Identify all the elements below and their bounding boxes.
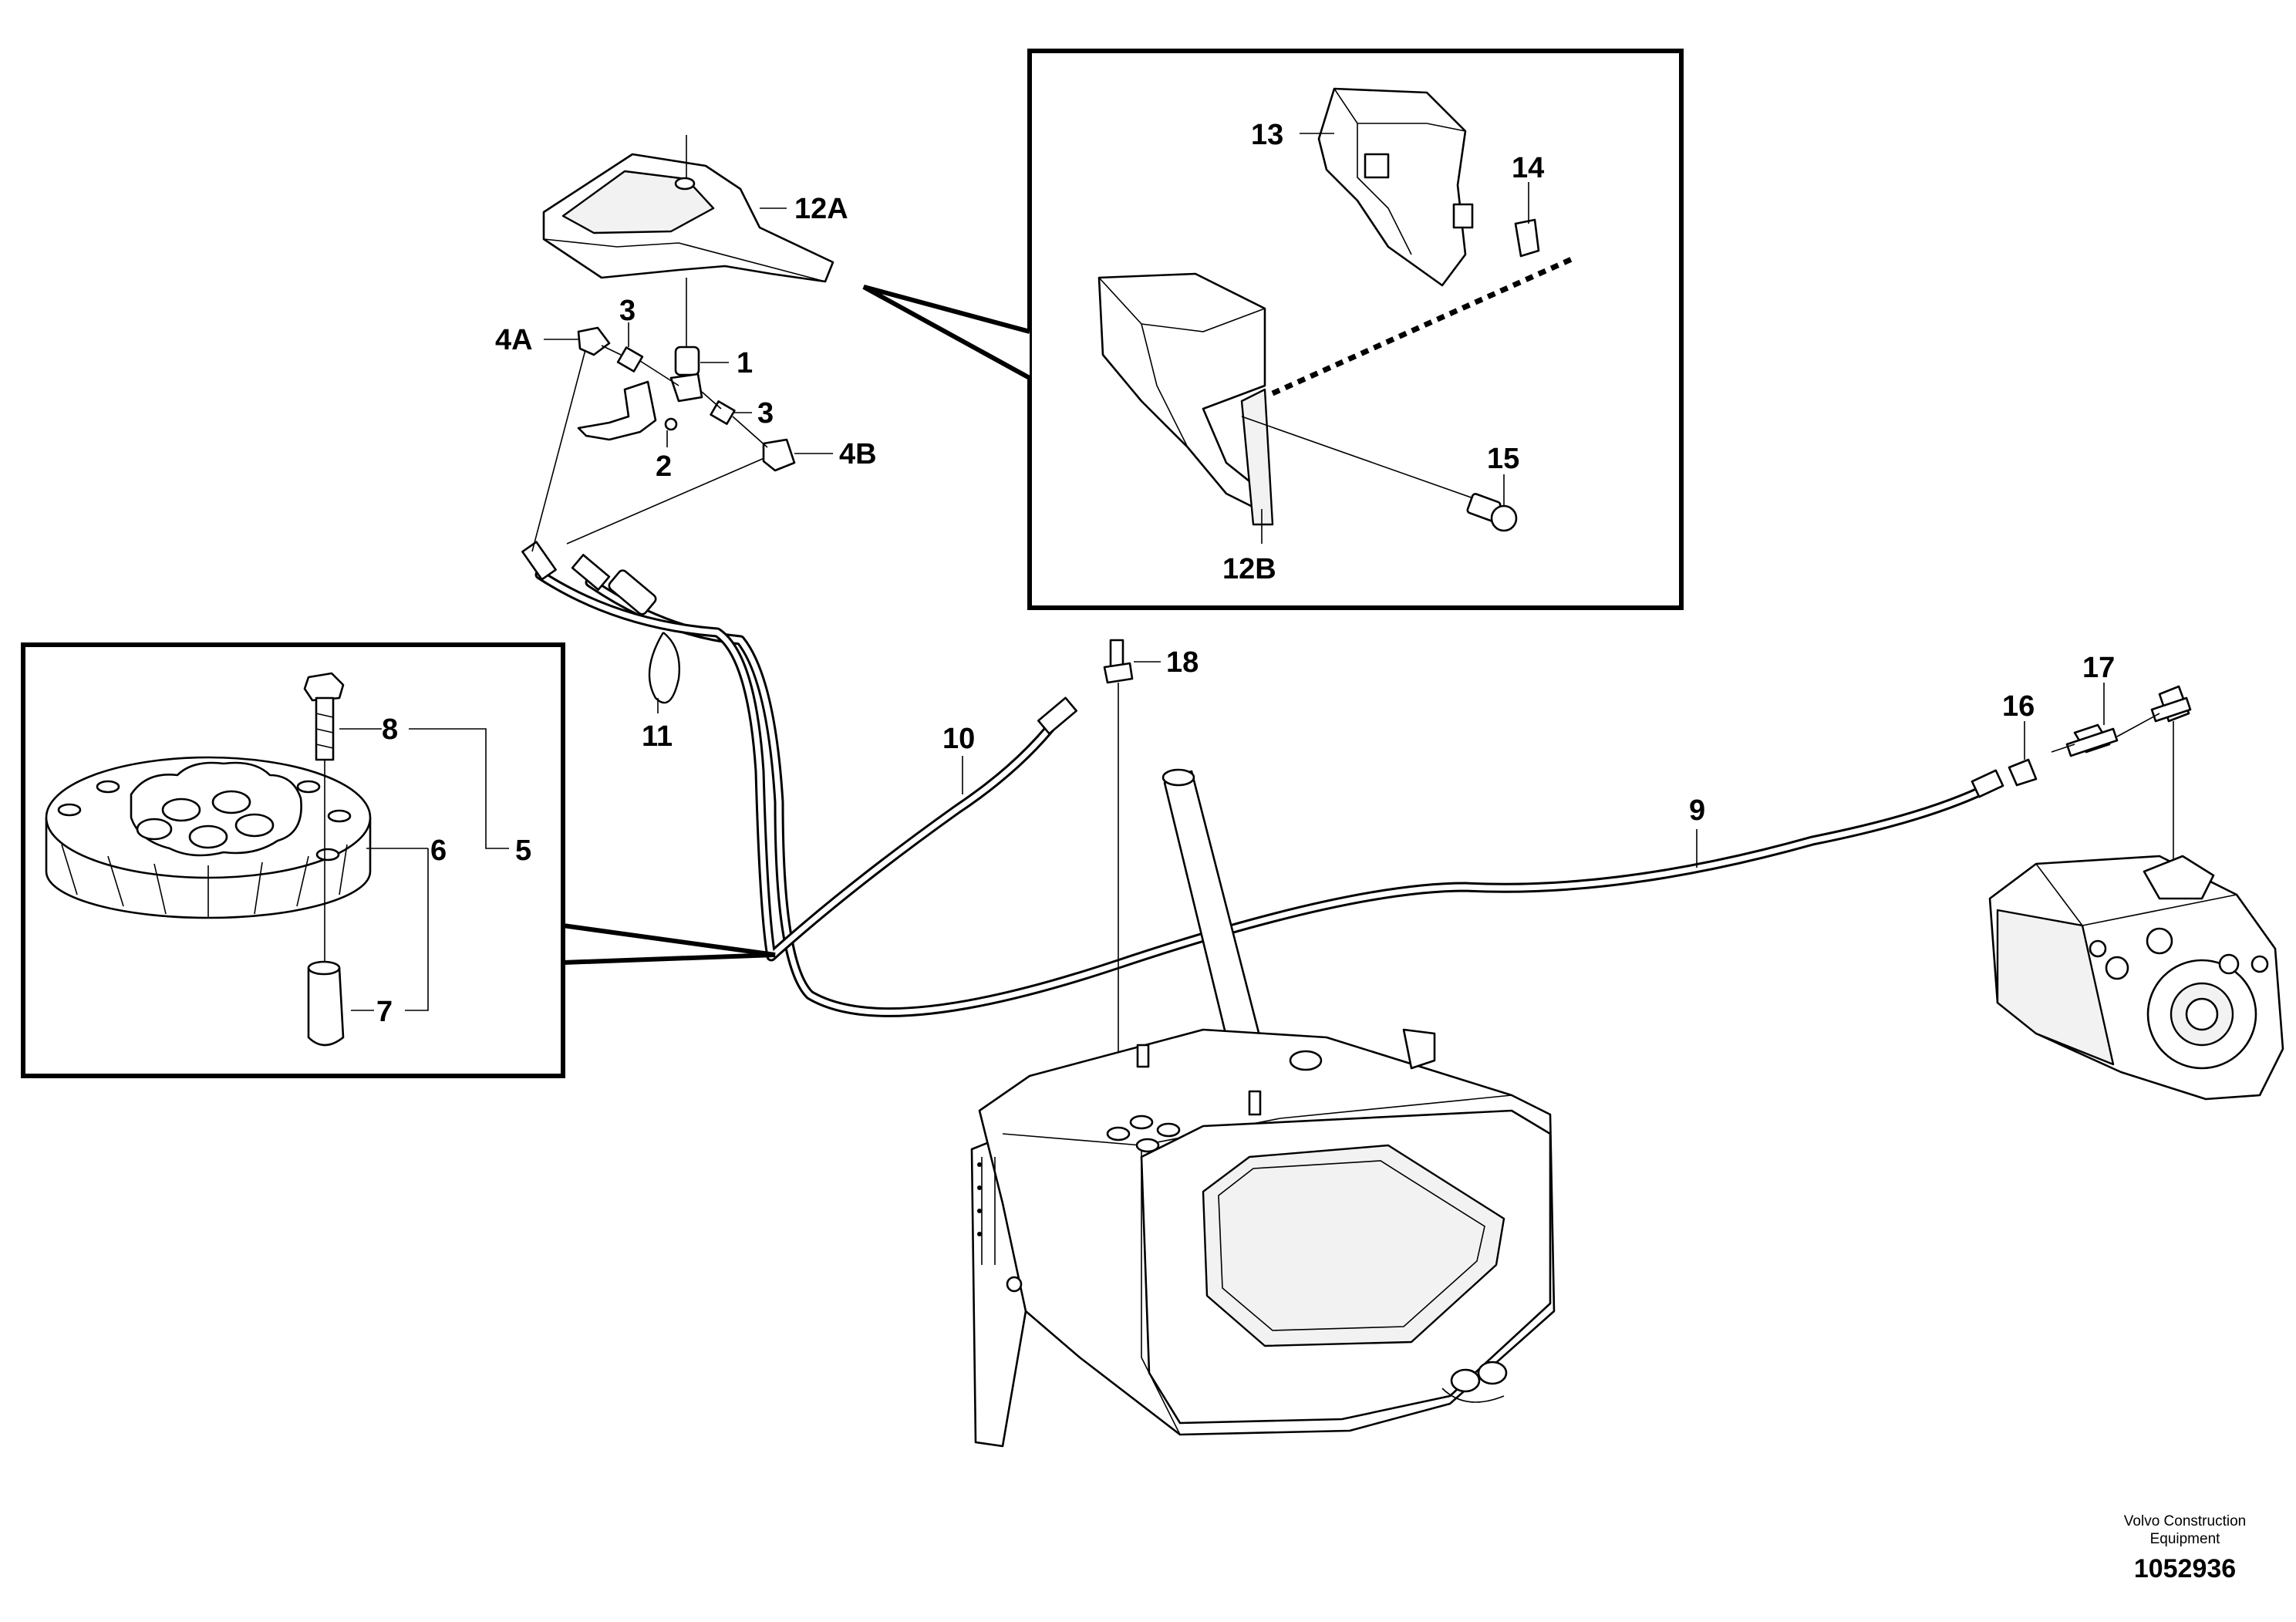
callout-9: 9 bbox=[1689, 794, 1705, 827]
hose-assembly bbox=[521, 346, 2004, 1017]
detail-box-seal: 13 14 15 12B bbox=[862, 49, 1684, 610]
callout-1: 1 bbox=[737, 347, 753, 379]
bracket-13 bbox=[1317, 87, 1474, 287]
fitting-3b bbox=[710, 400, 752, 425]
fitting-18-group: 18 10 9 bbox=[942, 639, 1705, 1130]
detail-box-swivel: 8 6 5 7 bbox=[21, 642, 776, 1078]
sleeve-7 bbox=[307, 960, 345, 1047]
callout-6: 6 bbox=[430, 835, 447, 867]
hydraulic-tank bbox=[970, 768, 1556, 1448]
tee-17 bbox=[2051, 683, 2192, 864]
hose-9 bbox=[585, 577, 1995, 1017]
callout-12b: 12B bbox=[1222, 553, 1276, 585]
callout-15: 15 bbox=[1487, 443, 1519, 475]
callout-3b: 3 bbox=[757, 397, 774, 430]
callout-13: 13 bbox=[1251, 119, 1283, 151]
callout-7: 7 bbox=[376, 996, 393, 1028]
callout-11: 11 bbox=[642, 720, 673, 753]
document-number: 1052936 bbox=[2134, 1554, 2236, 1583]
credit-line-1: Volvo Construction bbox=[2124, 1513, 2246, 1529]
seal-12b bbox=[1097, 272, 1274, 526]
callout-2: 2 bbox=[656, 450, 672, 483]
callout-17: 17 bbox=[2082, 652, 2115, 684]
fitting-3a bbox=[616, 322, 644, 373]
connector-1 bbox=[669, 278, 729, 403]
callout-4a: 4A bbox=[495, 324, 533, 356]
clip-11 bbox=[648, 632, 680, 704]
callout-18: 18 bbox=[1166, 646, 1199, 679]
elbow-4b bbox=[762, 438, 833, 472]
callout-4b: 4B bbox=[839, 438, 877, 470]
seal-12a bbox=[542, 135, 834, 283]
swivel-housing-6 bbox=[45, 756, 372, 919]
exploded-controls: 12A 1 3 3 4A 4B 2 11 bbox=[495, 135, 877, 753]
hose-10 bbox=[534, 569, 1070, 962]
credit-block: Volvo Construction Equipment 1052936 bbox=[2124, 1513, 2246, 1583]
callout-10: 10 bbox=[942, 723, 975, 755]
hydraulic-pump bbox=[1988, 683, 2284, 1101]
bracket-2 bbox=[577, 380, 678, 447]
callout-14: 14 bbox=[1512, 152, 1544, 184]
callout-8: 8 bbox=[382, 713, 398, 746]
elbow-4a bbox=[544, 326, 611, 356]
bolt-15 bbox=[1241, 416, 1518, 532]
callout-16: 16 bbox=[2002, 690, 2035, 723]
bolt-8 bbox=[303, 672, 345, 964]
callout-3a: 3 bbox=[619, 295, 636, 327]
adapter-16 bbox=[2008, 721, 2038, 787]
callout-5: 5 bbox=[515, 835, 531, 867]
credit-line-2: Equipment bbox=[2150, 1531, 2221, 1547]
callout-12a: 12A bbox=[794, 193, 848, 225]
